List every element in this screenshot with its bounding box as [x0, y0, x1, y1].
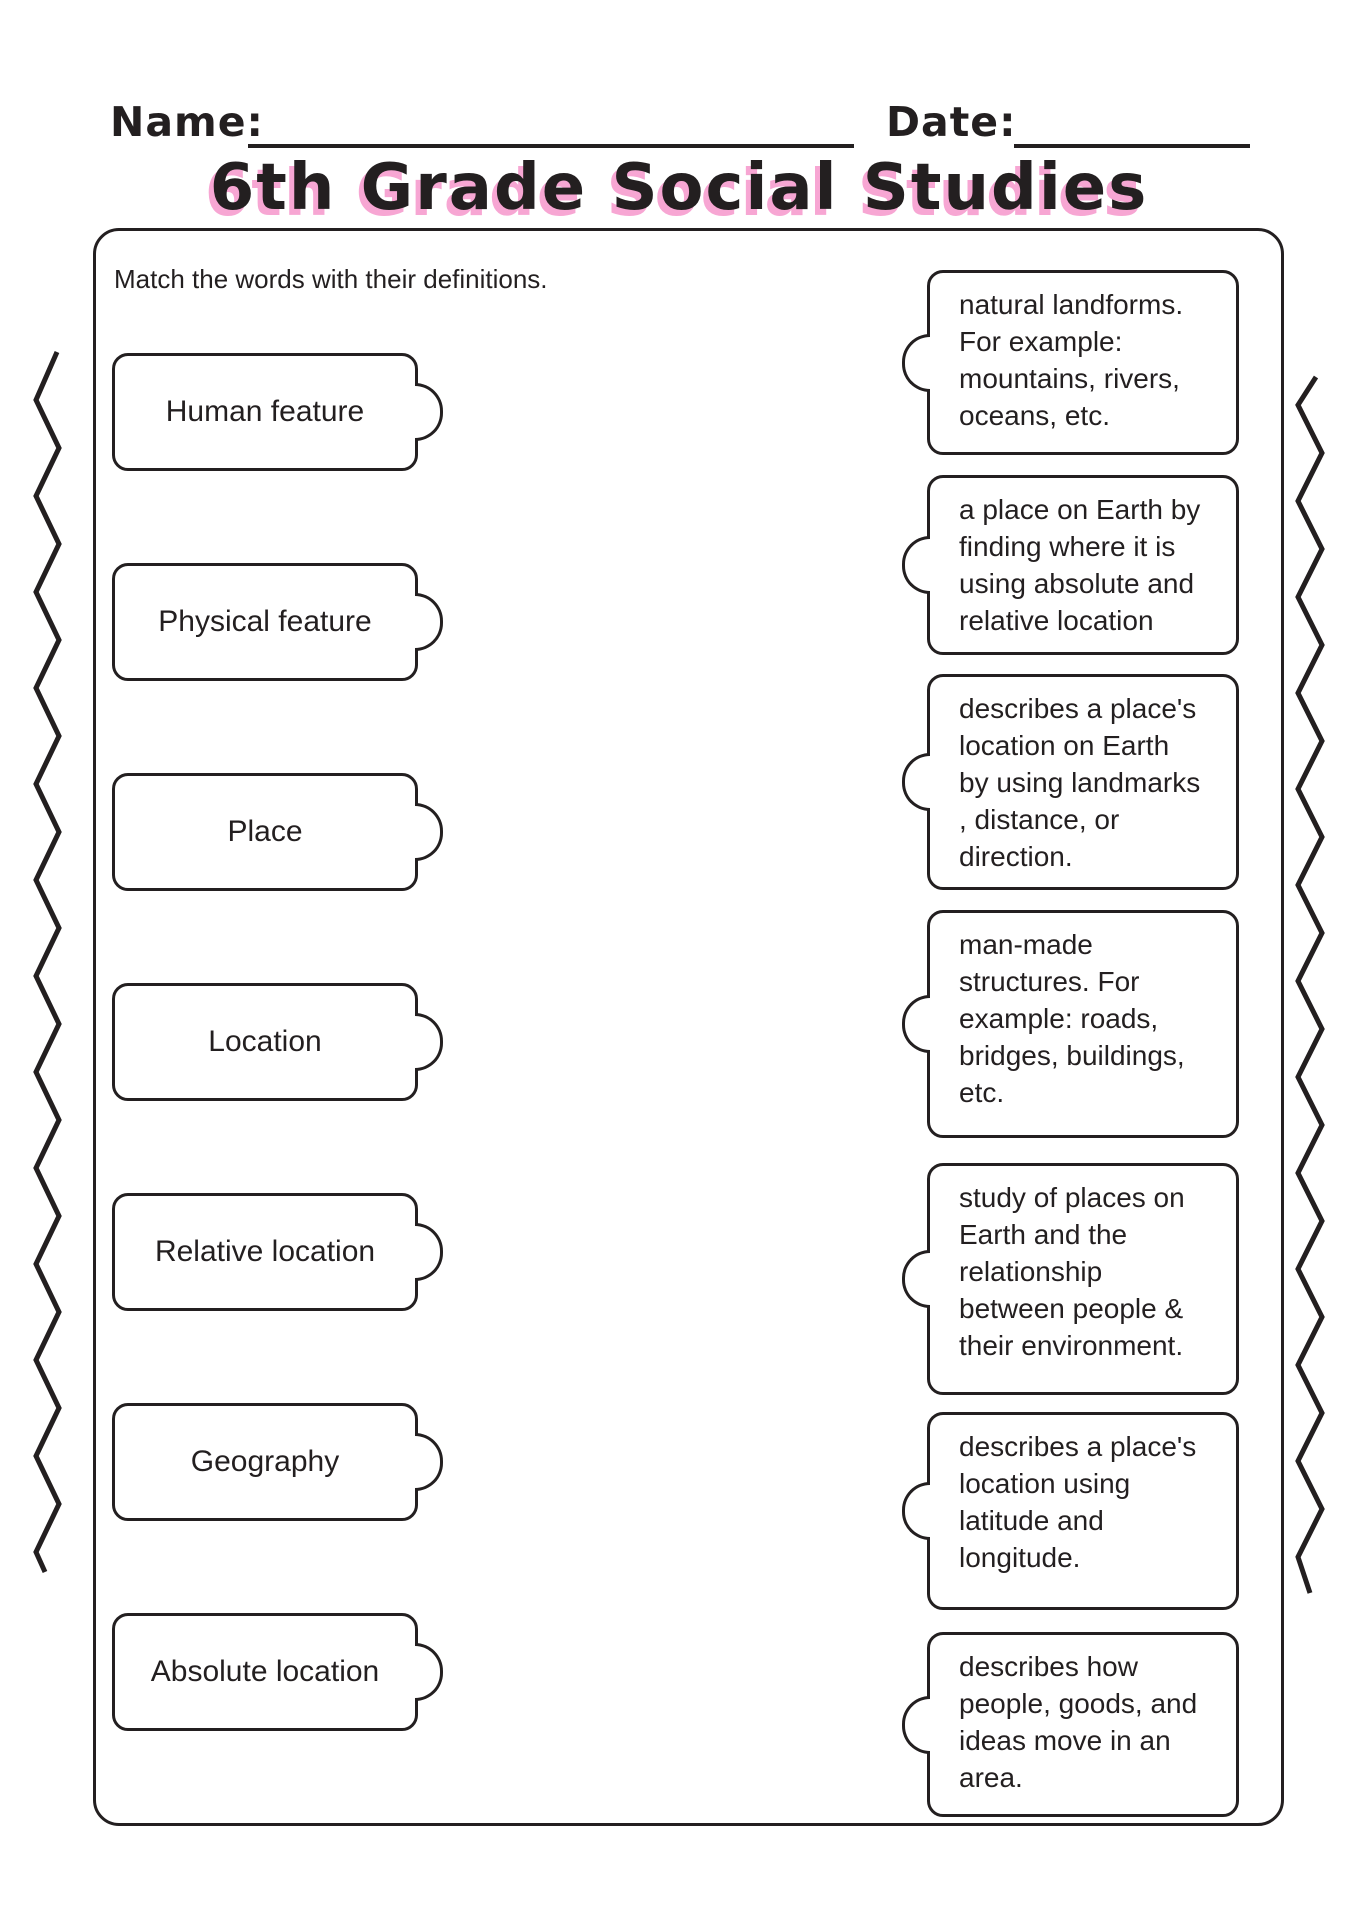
term-box-absolute-location[interactable]: Absolute location: [112, 1613, 443, 1731]
definition-text: a place on Earth by finding where it is …: [959, 494, 1201, 636]
worksheet-border: [93, 228, 1284, 1826]
term-label: Human feature: [165, 395, 365, 428]
term-label: Absolute location: [150, 1655, 380, 1688]
term-box-relative-location[interactable]: Relative location: [112, 1193, 443, 1311]
definition-box-1[interactable]: natural landforms. For example: mountain…: [902, 270, 1239, 455]
right-zigzag: [1295, 375, 1325, 1594]
instruction-text: Match the words with their definitions.: [114, 264, 548, 294]
definition-text: describes how people, goods, and ideas m…: [959, 1651, 1198, 1793]
left-zigzag: [33, 350, 62, 1574]
term-box-human-feature[interactable]: Human feature: [112, 353, 443, 471]
name-blank-line[interactable]: [248, 144, 854, 148]
date-label: Date:: [886, 98, 1017, 146]
definition-text: study of places on Earth and the relatio…: [959, 1182, 1185, 1361]
name-label: Name:: [110, 98, 264, 146]
definition-box-5[interactable]: study of places on Earth and the relatio…: [902, 1163, 1239, 1395]
definition-text: describes a place's location using latit…: [959, 1431, 1197, 1573]
term-label: Geography: [190, 1445, 340, 1478]
definition-box-2[interactable]: a place on Earth by finding where it is …: [902, 475, 1239, 655]
term-box-physical-feature[interactable]: Physical feature: [112, 563, 443, 681]
term-label: Location: [208, 1025, 322, 1058]
term-label: Relative location: [154, 1235, 376, 1268]
term-box-geography[interactable]: Geography: [112, 1403, 443, 1521]
term-box-place[interactable]: Place: [112, 773, 443, 891]
page-title: 6th Grade Social Studies: [193, 151, 1165, 226]
definition-box-7[interactable]: describes how people, goods, and ideas m…: [902, 1632, 1239, 1817]
definition-box-4[interactable]: man-made structures. For example: roads,…: [902, 910, 1239, 1138]
definition-box-6[interactable]: describes a place's location using latit…: [902, 1412, 1239, 1610]
definition-text: describes a place's location on Earth by…: [959, 693, 1201, 872]
term-label: Physical feature: [158, 605, 372, 638]
date-blank-line[interactable]: [1014, 144, 1250, 148]
definition-box-3[interactable]: describes a place's location on Earth by…: [902, 674, 1239, 890]
definition-text: man-made structures. For example: roads,…: [959, 929, 1185, 1108]
term-label: Place: [227, 815, 303, 848]
term-box-location[interactable]: Location: [112, 983, 443, 1101]
definition-text: natural landforms. For example: mountain…: [959, 289, 1184, 431]
